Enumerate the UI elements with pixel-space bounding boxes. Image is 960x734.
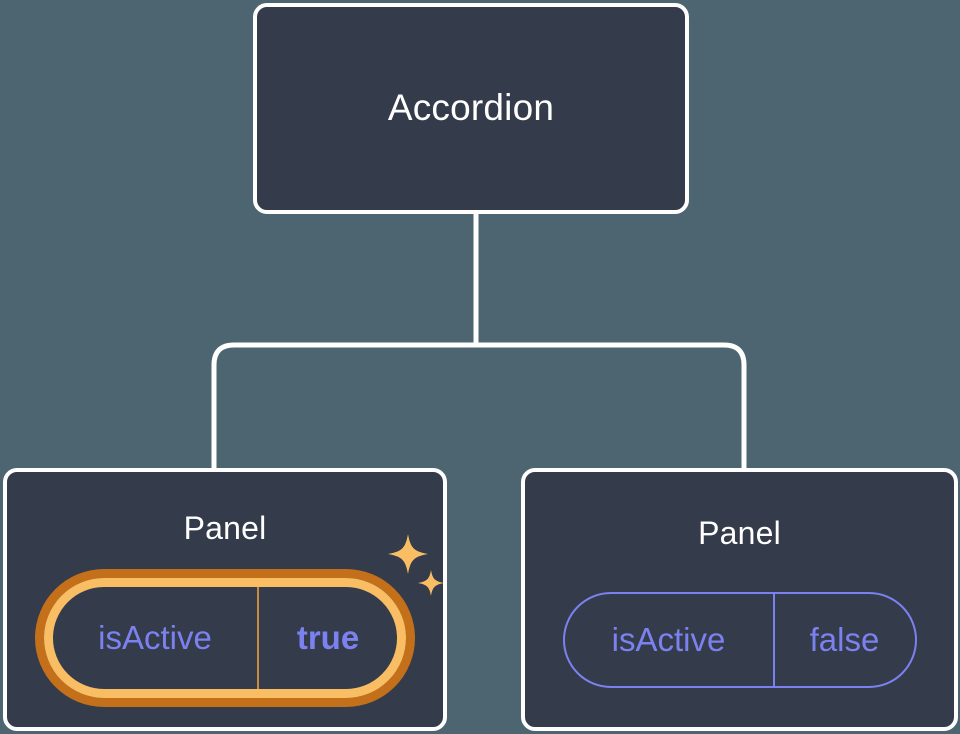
edge-to-left-child [211, 342, 476, 470]
prop-value-label: true [296, 618, 360, 656]
tree-node-panel-active[interactable]: Panel isActive true [3, 468, 447, 731]
prop-key-cell: isActive [565, 594, 773, 686]
prop-area-inactive: isActive false [525, 551, 954, 727]
prop-value-cell: true [259, 587, 397, 689]
prop-value-label: false [809, 621, 880, 659]
tree-node-panel-inactive[interactable]: Panel isActive false [521, 468, 958, 731]
prop-divider [772, 594, 775, 687]
edge-to-right-child [476, 342, 747, 470]
tree-node-accordion[interactable]: Accordion [253, 3, 689, 214]
prop-divider [257, 586, 259, 689]
prop-key-cell: isActive [53, 587, 257, 689]
prop-pill-isactive-false[interactable]: isActive false [562, 592, 917, 689]
prop-pill-isactive-true[interactable]: isActive true [44, 577, 406, 698]
prop-key-label: isActive [611, 621, 726, 659]
prop-key-label: isActive [98, 618, 212, 656]
node-label-panel-inactive: Panel [698, 515, 781, 551]
node-label-panel-active: Panel [183, 510, 267, 546]
prop-area-active: isActive true [7, 546, 443, 727]
node-label-accordion: Accordion [387, 87, 555, 129]
prop-value-cell: false [775, 594, 915, 686]
